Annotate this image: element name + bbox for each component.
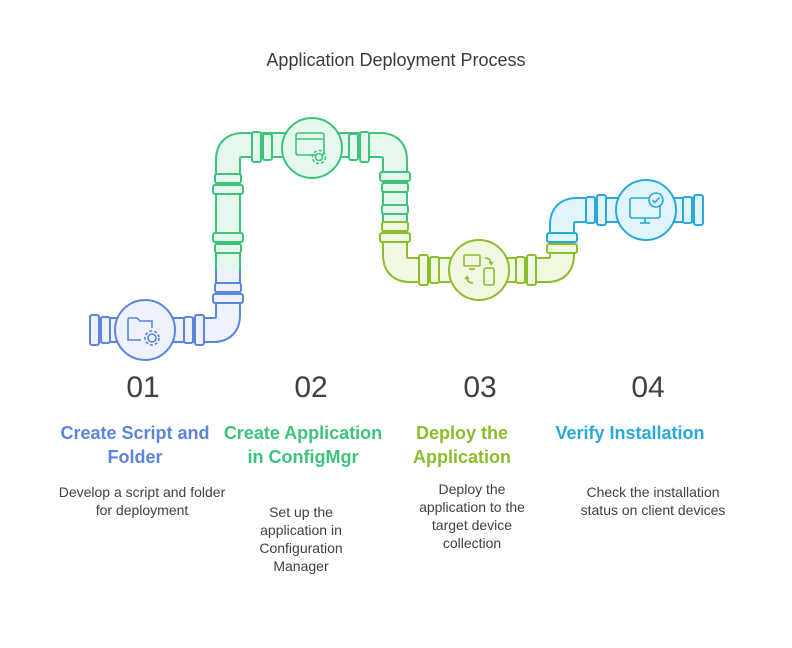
- devices-sync-icon: [463, 254, 495, 286]
- step-3-description: Deploy the application to the target dev…: [419, 481, 525, 551]
- step-1-description: Develop a script and folder for deployme…: [58, 484, 226, 518]
- step-4-title: Verify Installation: [555, 423, 705, 443]
- window-gear-icon: [295, 132, 327, 165]
- step-2-number: 02: [294, 371, 328, 404]
- step-2-description: Set up the application in Configuration …: [259, 504, 343, 574]
- diagram-title: Application Deployment Process: [266, 50, 526, 70]
- pipe-segment-1: [89, 270, 244, 346]
- step-4-number: 04: [631, 371, 665, 404]
- step-1-title: Create Script and Folder: [60, 423, 210, 467]
- step-1-number: 01: [126, 371, 160, 404]
- step-4-description: Check the installation status on client …: [580, 484, 726, 518]
- step-3-icon-circle: [448, 239, 510, 301]
- step-4-icon-circle: [615, 179, 677, 241]
- step-2-icon-circle: [281, 117, 343, 179]
- folder-gear-icon: [127, 317, 160, 346]
- step-3-number: 03: [463, 371, 497, 404]
- step-2-title: Create Application in ConfigMgr: [223, 423, 383, 467]
- step-3-title: Deploy the Application: [413, 423, 511, 467]
- monitor-check-icon: [629, 192, 664, 224]
- pipe-segment-4: [546, 194, 704, 243]
- step-1-icon-circle: [114, 299, 176, 361]
